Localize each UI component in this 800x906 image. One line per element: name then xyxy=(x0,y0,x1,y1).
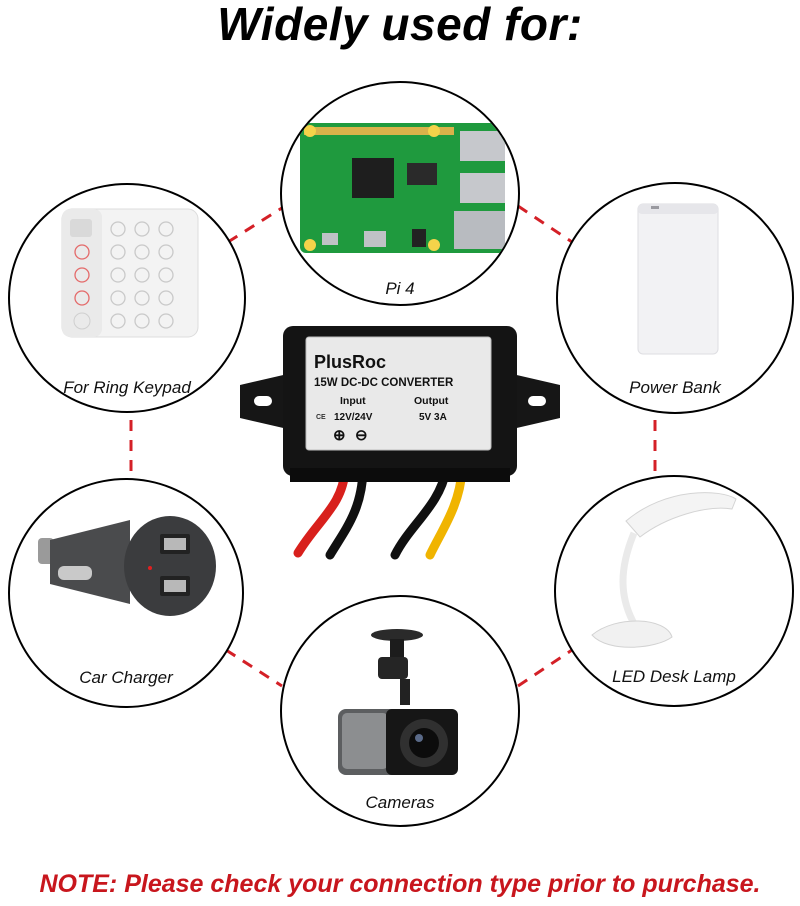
bubble-desk-lamp: LED Desk Lamp xyxy=(554,475,794,707)
bubble-powerbank: Power Bank xyxy=(556,182,794,414)
desk-lamp-icon xyxy=(591,492,737,648)
keypad-icon xyxy=(61,208,199,338)
connector-camera-lamp xyxy=(517,648,573,688)
label-desk-lamp: LED Desk Lamp xyxy=(612,667,736,686)
bubble-car-charger: Car Charger xyxy=(8,478,244,708)
bubble-keypad: For Ring Keypad xyxy=(8,183,246,413)
label-keypad: For Ring Keypad xyxy=(63,378,191,397)
purchase-note: NOTE: Please check your connection type … xyxy=(39,870,761,898)
dash-camera-icon xyxy=(338,629,458,775)
label-powerbank: Power Bank xyxy=(629,378,721,397)
bubble-cameras: Cameras xyxy=(280,595,520,827)
power-bank-icon xyxy=(637,203,719,355)
bubble-pi4: Pi 4 xyxy=(280,81,520,306)
headline: Widely used for: xyxy=(217,0,583,50)
raspberry-pi-board-icon xyxy=(300,123,505,253)
label-pi4: Pi 4 xyxy=(385,279,415,298)
car-charger-icon xyxy=(38,516,216,616)
connector-pi-powerbank xyxy=(517,204,573,244)
label-car-charger: Car Charger xyxy=(79,668,173,687)
label-cameras: Cameras xyxy=(365,793,435,812)
